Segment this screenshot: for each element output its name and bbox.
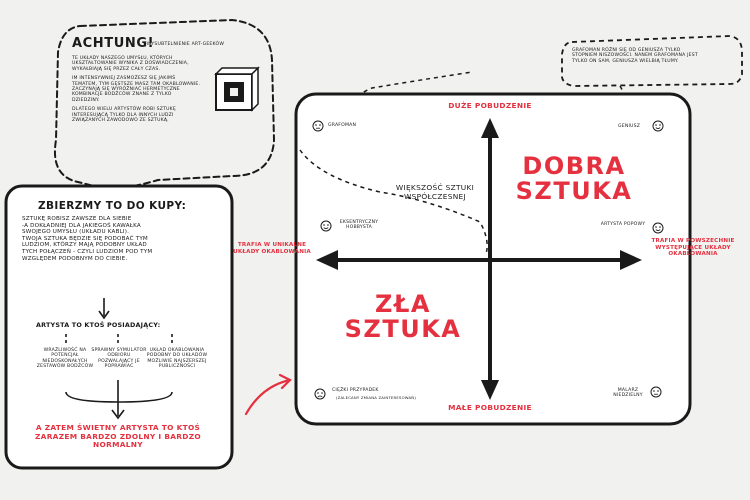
note-line: GRAFOMAN RÓŻNI SIĘ OD GENIUSZA TYLKO [572,48,681,53]
grafoman-face-icon [312,120,324,132]
summary-line: SZTUKĘ ROBISZ ZAWSZE DLA SIEBIE [22,216,132,222]
trait-wiring: UKŁAD OKABLOWANIA PODOBNY DO UKŁADÓW MOŻ… [146,348,208,370]
achtung-line: UKSZTAŁTOWANIE WYNIKA Z DOŚWIADCZENIA, [72,61,189,67]
achtung-line: IM INTENSYWNIEJ ZASMOŻESZ SIĘ JAKIMŚ [72,76,176,82]
summary-line: SWOJEGO UMYSŁU (UKŁADU KABLI). [22,229,130,236]
note-line: STOPNIEM NISZOWOŚCI. NANEM GRAFOMANA JES… [572,53,698,59]
bottom-axis-label: MAŁE POBUDZENIE [448,403,532,412]
summary-line: TWOJA SZTUKA BĘDZIE SIĘ PODOBAĆ TYM [22,235,148,242]
pop-artist-face-icon [652,222,664,234]
left-axis-label: TRAFIA W UNIKALNE UKŁADY OKABLOWANIA [233,242,311,255]
achtung-line: INTERESUJĄCĄ TYLKO DLA INNYCH LUDZI [72,112,174,118]
hard-case-label: CIĘŻKI PRZYPADEK [332,388,379,393]
genius-face-icon [652,120,664,132]
summary-line: -A DOKŁADNIEJ DLA JAKIEGOŚ KAWAŁKA [22,222,141,229]
summary-title: ZBIERZMY TO DO KUPY: [38,200,187,212]
summary-conclusion: A ZATEM ŚWIETNY ARTYSTA TO KTOŚ ZARAZEM … [35,423,201,450]
summary-line: LUDZIOM, KTÓRZY MAJĄ PODOBNY UKŁAD [22,242,147,249]
summary-body: SZTUKĘ ROBISZ ZAWSZE DLA SIEBIE -A DOKŁA… [22,216,222,262]
note-box [560,35,743,87]
pop-artist-label: ARTYSTA POPOWY [600,222,646,227]
achtung-line: WYKAŁBIAJĄ SIĘ PRZEZ CAŁY CZAS. [72,66,161,72]
achtung-line: TEMATEM, TYM GĘSTSZE MASZ TAM OKABLOWANI… [72,81,201,87]
right-axis-label: TRAFIA W POWSZECHNIE WYSTĘPUJĄCE UKŁADY … [651,238,735,258]
achtung-subtitle: -WYSUBTELNIENIE ART-GEEKÓW [145,42,225,47]
good-art-label: DOBRA SZTUKA [515,152,633,206]
hard-case-note: (ZALECANY ZMIANA ZAINTERESOWAŃ) [336,395,417,400]
red-arrow [244,373,292,416]
hobbyist-face-icon [320,220,332,232]
sunday-painter-label: MALARZ NIEDZIELNY [613,388,643,399]
hobbyist-label: EKSENTRYCZNY HOBBYSTA [339,220,379,231]
achtung-line: ZACZYNAJĄ SIĘ WYRÓŻNIAĆ HERMETYCZNE [72,87,180,93]
contemporary-curve [299,149,488,255]
top-axis-label: DUŻE POBUDZENIE [448,101,532,110]
genius-label: GENIUSZ [618,124,641,129]
sunday-painter-face-icon [650,386,662,398]
grafoman-label: GRAFOMAN [328,123,357,128]
achtung-line: ZWIĄZANYCH ZAWODOWO ZE SZTUKĄ. [72,118,169,124]
achtung-body: TE UKŁADY NASZEGO UMYSŁU, KTÓRYCH UKSZTA… [72,56,212,123]
achtung-line: DZIEDZINY. [72,97,100,103]
bad-art-label: ZŁA SZTUKA [344,290,462,344]
summary-line: TYCH POŁĄCZEŃ - CZYLI LUDZIOM POD TYM [22,248,153,255]
trait-simulator: SPRAWNY SYMULATOR ODBIORU POZWALAJĄCY JE… [91,348,147,370]
black-box-icon [214,66,260,112]
summary-connectors [65,298,173,420]
note-line: TYLKO ON SAM, GENIUSZA WIELBIĄ TŁUMY. [572,58,679,64]
achtung-box [54,18,276,192]
trait-sensitivity: WRAŻLIWOŚĆ NA POTENCJAŁ NIEDOSKONAŁYCH Z… [36,348,94,370]
note-text: GRAFOMAN RÓŻNI SIĘ OD GENIUSZA TYLKO STO… [572,48,736,64]
summary-line: WZGLĘDEM PODOBNYM DO CIEBIE. [22,255,128,262]
achtung-title: ACHTUNG! [72,36,155,51]
summary-box [4,184,234,470]
horizontal-axis [316,250,642,270]
achtung-line: KOMBINACJE BODŹCÓW ZNANE Z TYLKO [72,92,172,98]
contemporary-label: WIĘKSZOŚĆ SZTUKI WSPÓŁCZESNEJ [395,183,475,201]
artist-heading: ARTYSTA TO KTOŚ POSIADAJĄCY: [36,321,161,329]
hard-case-face-icon [314,388,326,400]
achtung-line: DLATEGO WIELU ARTYSTÓW ROBI SZTUKĘ [72,107,176,113]
achtung-line: TE UKŁADY NASZEGO UMYSŁU, KTÓRYCH [72,56,173,61]
